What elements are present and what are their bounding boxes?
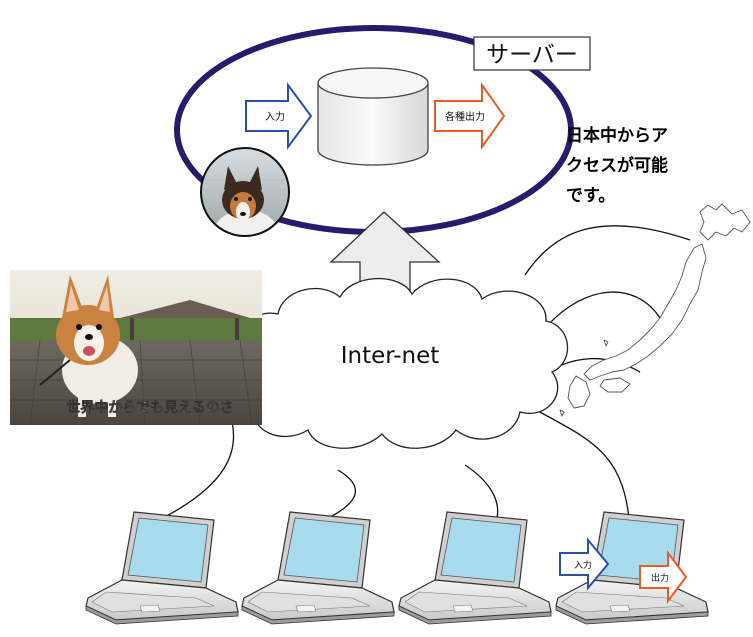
photo-caption: 世界中からでも見えるのさ xyxy=(66,399,233,416)
laptop-1 xyxy=(85,511,239,625)
laptop-input-label: 入力 xyxy=(574,559,592,571)
line-photo xyxy=(154,421,235,523)
line-laptop-4 xyxy=(526,404,631,531)
laptop-2 xyxy=(241,511,395,625)
line-japan-1 xyxy=(524,225,691,276)
note-line-2: クセスが可能 xyxy=(566,155,668,176)
laptop-output-label: 出力 xyxy=(651,572,669,584)
cloud-label: Inter-net xyxy=(341,343,440,369)
server-label-box xyxy=(473,36,591,71)
laptop-3 xyxy=(398,511,552,625)
line-japan-2 xyxy=(547,291,661,326)
input-arrow: 入力 xyxy=(245,81,313,151)
laptop-row xyxy=(85,511,709,625)
output-arrow: 各種出力 xyxy=(434,81,506,151)
output-arrow-label: 各種出力 xyxy=(445,110,485,123)
note-line-3: です。 xyxy=(566,186,615,206)
internet-cloud: Inter-net xyxy=(233,277,569,449)
dog-photo: 世界中からでも見えるのさ xyxy=(10,270,262,425)
access-note: 日本中からア クセスが可能 です。 xyxy=(566,125,668,206)
note-line-1: 日本中からア xyxy=(566,125,668,146)
server-label: サーバー xyxy=(486,42,578,68)
input-arrow-label: 入力 xyxy=(265,110,285,123)
database-icon xyxy=(317,67,429,166)
laptop-input-arrow: 入力 xyxy=(559,537,610,591)
japan-map xyxy=(559,203,751,417)
server-group: サーバー 入力 各種出力 xyxy=(174,25,591,237)
dog-circle-photo xyxy=(200,147,290,237)
laptop-output-arrow: 出力 xyxy=(639,550,688,604)
